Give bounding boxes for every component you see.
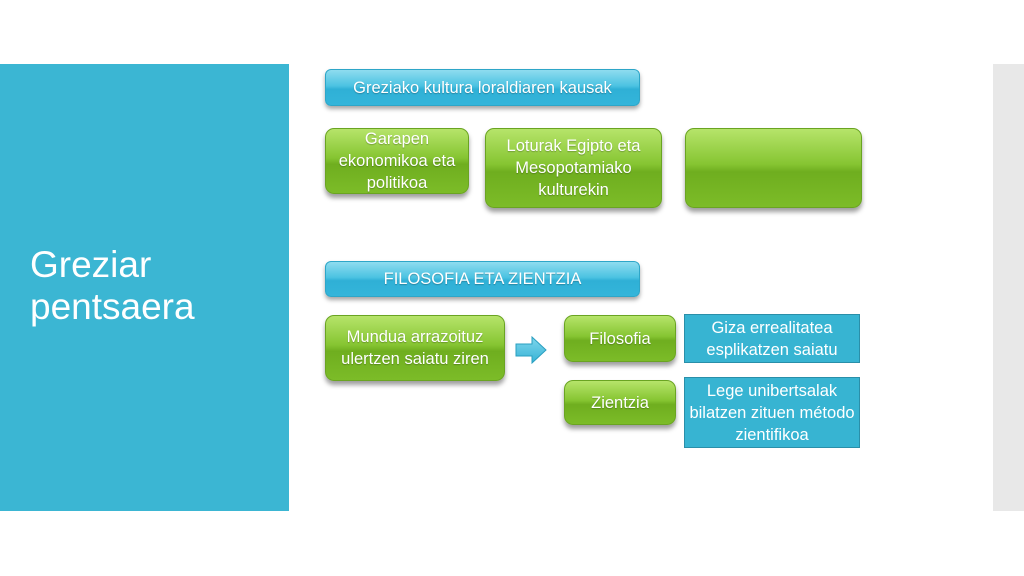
causes-header-text: Greziako kultura loraldiaren kausak xyxy=(353,78,612,97)
right-arrow-icon xyxy=(515,336,547,364)
description-box-zientzia: Lege unibertsalak bilatzen zituen método… xyxy=(684,377,860,448)
description-text-zientzia: Lege unibertsalak bilatzen zituen método… xyxy=(689,381,855,444)
section-header-box: FILOSOFIA ETA ZIENTZIA xyxy=(325,261,640,297)
branch-name-filosofia: Filosofia xyxy=(589,329,651,348)
slide-title-line-1: Greziar xyxy=(30,244,152,285)
slide-title-line-2: pentsaera xyxy=(30,286,195,327)
cause-text-egypt-mesopotamia: Loturak Egipto eta Mesopotamiako kulture… xyxy=(506,137,641,199)
causes-header-box: Greziako kultura loraldiaren kausak xyxy=(325,69,640,106)
cause-text-economic: Garapen ekonomikoa eta politikoa xyxy=(338,130,456,192)
right-side-strip xyxy=(993,64,1024,511)
branch-box-zientzia: Zientzia xyxy=(564,380,676,425)
slide-title: Greziar pentsaera xyxy=(30,244,280,328)
source-box: Mundua arrazoituz ulertzen saiatu ziren xyxy=(325,315,505,381)
branch-name-zientzia: Zientzia xyxy=(591,393,649,412)
cause-box-egypt-mesopotamia: Loturak Egipto eta Mesopotamiako kulture… xyxy=(485,128,662,208)
description-text-filosofia: Giza errealitatea esplikatzen saiatu xyxy=(706,318,838,359)
section-header-text: FILOSOFIA ETA ZIENTZIA xyxy=(383,270,582,288)
title-panel xyxy=(0,64,289,511)
source-box-text: Mundua arrazoituz ulertzen saiatu ziren xyxy=(341,328,489,368)
branch-box-filosofia: Filosofia xyxy=(564,315,676,362)
cause-box-economic: Garapen ekonomikoa eta politikoa xyxy=(325,128,469,194)
cause-box-empty xyxy=(685,128,862,208)
description-box-filosofia: Giza errealitatea esplikatzen saiatu xyxy=(684,314,860,363)
